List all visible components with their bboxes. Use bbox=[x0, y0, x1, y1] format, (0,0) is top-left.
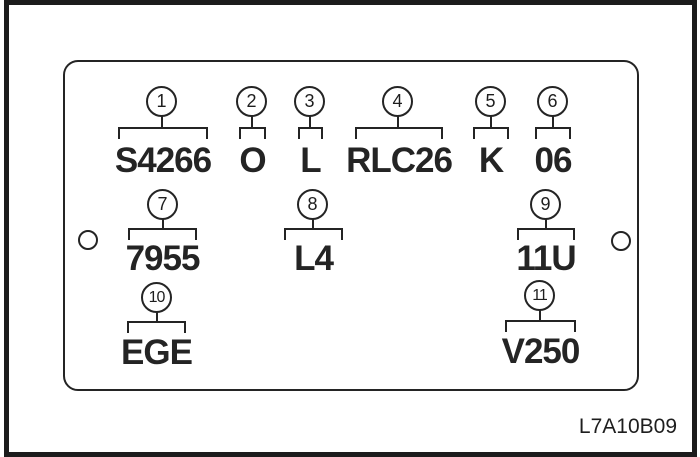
callout-stem bbox=[312, 219, 314, 228]
callout-bracket bbox=[127, 321, 186, 333]
callout-code: EGE bbox=[121, 333, 193, 372]
callout-number-badge: 7 bbox=[147, 189, 178, 220]
callout-bracket bbox=[535, 127, 571, 139]
callout-bracket bbox=[284, 228, 343, 240]
callout-bracket bbox=[517, 228, 575, 240]
callout-stem bbox=[397, 116, 399, 127]
callout-number-badge: 10 bbox=[141, 282, 172, 313]
callout-number-badge: 2 bbox=[236, 86, 267, 117]
callout-number-badge: 6 bbox=[537, 86, 568, 117]
callout-bracket bbox=[473, 127, 509, 139]
callout-stem bbox=[161, 116, 163, 127]
callout-code: S4266 bbox=[114, 141, 212, 180]
callout-stem bbox=[545, 219, 547, 228]
callout-bracket bbox=[298, 127, 323, 139]
callout-stem bbox=[552, 116, 554, 127]
callout-number-badge: 11 bbox=[524, 280, 555, 311]
mounting-hole-left bbox=[78, 230, 98, 250]
callout-number-badge: 5 bbox=[475, 86, 506, 117]
callout-number-badge: 4 bbox=[382, 86, 413, 117]
callout-code: RLC26 bbox=[346, 141, 453, 180]
callout-number-badge: 1 bbox=[146, 86, 177, 117]
callout-code: O bbox=[239, 141, 266, 180]
callout-bracket bbox=[128, 228, 197, 240]
callout-bracket bbox=[355, 127, 443, 139]
callout-code: L bbox=[300, 141, 321, 180]
callout-code: 11U bbox=[516, 239, 576, 278]
figure-reference-code: L7A10B09 bbox=[578, 415, 677, 438]
callout-stem bbox=[156, 312, 158, 321]
callout-number-badge: 8 bbox=[297, 189, 328, 220]
callout-code: L4 bbox=[294, 239, 334, 278]
callout-number-badge: 3 bbox=[294, 86, 325, 117]
callout-code: 06 bbox=[534, 141, 573, 180]
callout-bracket bbox=[118, 127, 208, 139]
callout-bracket bbox=[505, 320, 576, 332]
mounting-hole-right bbox=[611, 231, 631, 251]
callout-bracket bbox=[239, 127, 266, 139]
callout-code: V250 bbox=[501, 332, 581, 371]
callout-stem bbox=[539, 310, 541, 320]
callout-stem bbox=[309, 116, 311, 127]
callout-number-badge: 9 bbox=[530, 189, 561, 220]
callout-code: K bbox=[478, 141, 504, 180]
callout-stem bbox=[162, 219, 164, 228]
callout-code: 7955 bbox=[125, 239, 201, 278]
callout-stem bbox=[251, 116, 253, 127]
callout-stem bbox=[490, 116, 492, 127]
